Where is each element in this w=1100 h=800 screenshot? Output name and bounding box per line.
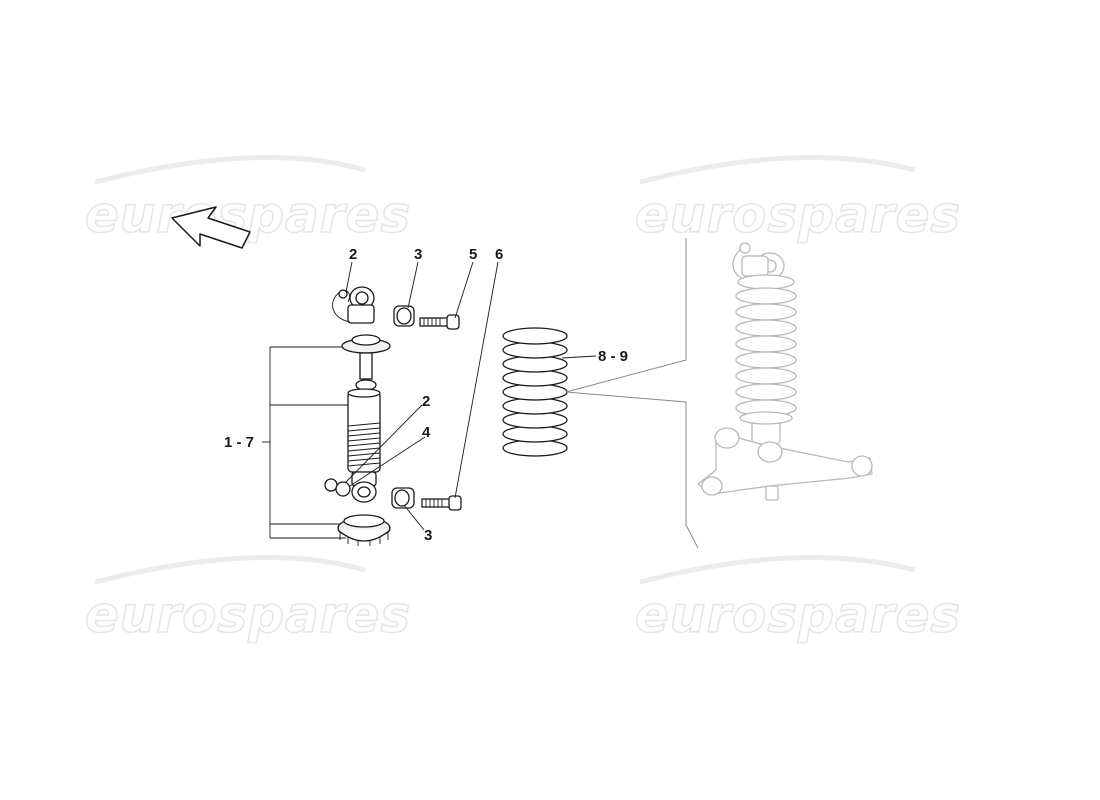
callout-2-mid: 2 — [422, 393, 430, 410]
callout-2-top: 2 — [349, 246, 357, 263]
callout-6: 6 — [495, 246, 503, 263]
svg-text:eurospares: eurospares — [635, 586, 961, 644]
watermark-bottom-left: eurospares — [84, 555, 411, 645]
callout-8-9: 8 - 9 — [598, 348, 628, 365]
svg-text:eurospares: eurospares — [85, 586, 411, 644]
bushing-bottom — [391, 487, 415, 509]
bolt-bottom — [421, 495, 462, 511]
bushing-top — [393, 305, 415, 327]
callout-4: 4 — [422, 424, 431, 441]
threaded-body — [347, 422, 381, 467]
svg-text:eurospares: eurospares — [85, 186, 411, 244]
watermark-top-right: eurospares — [634, 155, 961, 245]
arrow-up-left-icon — [171, 206, 251, 249]
watermark-top-left: eurospares — [84, 155, 411, 245]
watermark-bottom-right: eurospares — [634, 555, 961, 645]
reference-assembly — [565, 238, 873, 549]
callout-3-bottom: 3 — [424, 527, 432, 544]
bolt-top — [419, 314, 460, 330]
callout-1-7: 1 - 7 — [224, 434, 254, 451]
coil-spring — [502, 327, 568, 457]
leader-lines — [262, 261, 597, 539]
callout-5: 5 — [469, 246, 477, 263]
svg-text:eurospares: eurospares — [635, 186, 961, 244]
shock-absorber — [324, 286, 391, 546]
callout-3-top: 3 — [414, 246, 422, 263]
